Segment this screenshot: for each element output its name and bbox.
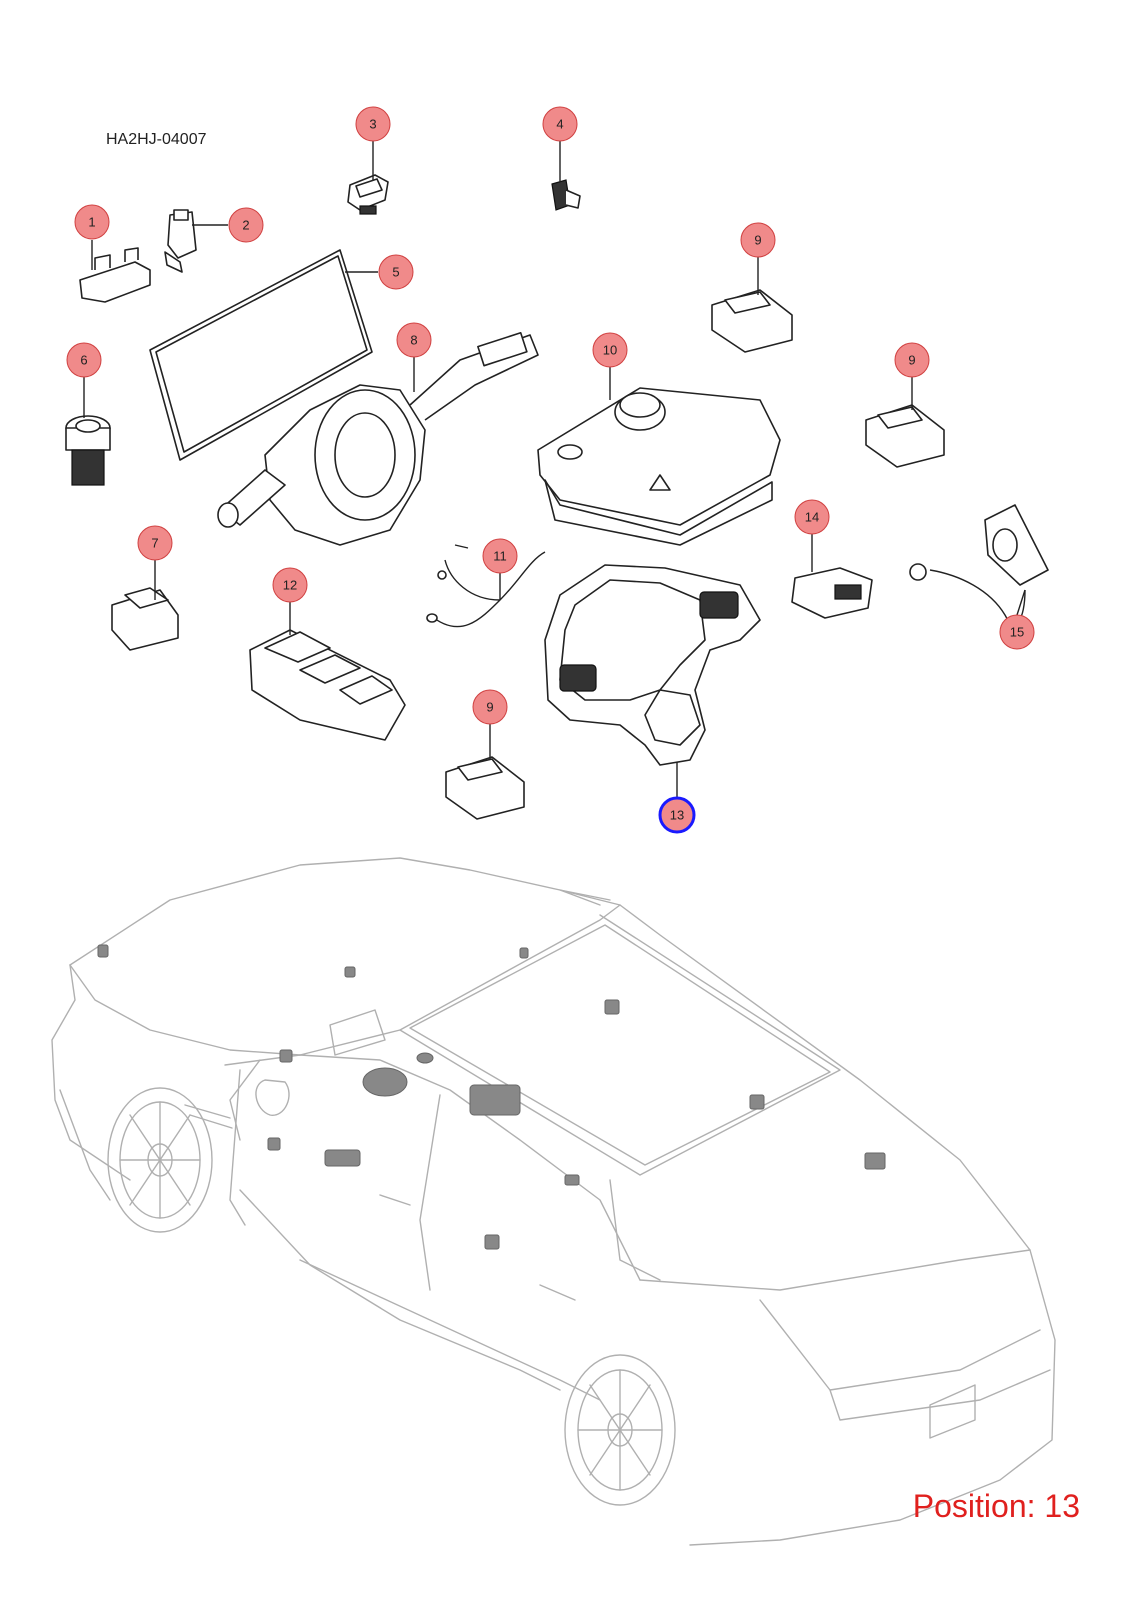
callout-14[interactable]: 14 [794, 499, 830, 535]
car-illustration [51, 857, 1056, 1546]
part-12-switch-panel [249, 629, 406, 741]
rear-wheel [564, 1354, 676, 1506]
callout-10-label: 10 [603, 343, 617, 358]
callout-9-lower-badge [472, 689, 508, 725]
callout-6-badge [66, 342, 102, 378]
callout-2-label: 2 [242, 218, 249, 233]
diagram-code: HA2HJ-04007 [106, 131, 207, 148]
callout-12-badge [272, 567, 308, 603]
part-4-connector [551, 179, 581, 211]
callout-8[interactable]: 8 [396, 322, 432, 358]
callout-9-upper-label: 9 [754, 233, 761, 248]
callout-10[interactable]: 10 [592, 332, 628, 368]
position-readout: Position: 13 [912, 1488, 1080, 1524]
callout-12[interactable]: 12 [272, 567, 308, 603]
callout-6-label: 6 [80, 353, 87, 368]
callout-8-label: 8 [410, 333, 417, 348]
callout-6[interactable]: 6 [66, 342, 102, 378]
callout-13-badge [658, 796, 696, 834]
part-7-module [111, 587, 179, 651]
callout-5[interactable]: 5 [378, 254, 414, 290]
part-13-wheel-bezel [544, 564, 761, 766]
callout-1-badge [74, 204, 110, 240]
part-11-harness [426, 544, 546, 628]
callout-3-label: 3 [369, 117, 376, 132]
part-10-center-console [537, 387, 781, 546]
callout-4-label: 4 [556, 117, 563, 132]
callout-5-label: 5 [392, 265, 399, 280]
front-wheel [107, 1087, 213, 1233]
callout-7-label: 7 [151, 536, 158, 551]
callout-7[interactable]: 7 [137, 525, 173, 561]
part-2-sensor [164, 209, 197, 273]
part-1-bracket [79, 247, 151, 303]
callout-5-badge [378, 254, 414, 290]
callout-11-label: 11 [493, 549, 507, 564]
callout-2-badge [228, 207, 264, 243]
callout-4[interactable]: 4 [542, 106, 578, 142]
part-5-display-panel [149, 249, 373, 461]
callout-9-lower[interactable]: 9 [472, 689, 508, 725]
callout-8-badge [396, 322, 432, 358]
callout-13-label: 13 [670, 808, 684, 823]
callout-9-upper-badge [740, 222, 776, 258]
callout-9-right-badge [894, 342, 930, 378]
callout-2[interactable]: 2 [228, 207, 264, 243]
callout-9-right-label: 9 [908, 353, 915, 368]
callouts: 1 2 3 4 5 6 7 8 [66, 106, 1035, 834]
callout-7-badge [137, 525, 173, 561]
callout-1-label: 1 [88, 215, 95, 230]
callout-9-lower-label: 9 [486, 700, 493, 715]
callout-9-right[interactable]: 9 [894, 342, 930, 378]
callout-12-label: 12 [283, 578, 297, 593]
callout-11[interactable]: 11 [482, 538, 518, 574]
callout-13-selected[interactable]: 13 [658, 796, 696, 834]
callout-15-badge [999, 614, 1035, 650]
part-8-column-switch [217, 331, 539, 546]
callout-3[interactable]: 3 [355, 106, 391, 142]
part-9-switch-c [445, 756, 525, 820]
part-3-switch [347, 174, 389, 215]
part-9-switch-a [711, 289, 793, 353]
part-15-module [909, 504, 1049, 625]
part-6-ignition [65, 415, 111, 486]
callout-4-badge [542, 106, 578, 142]
callout-15[interactable]: 15 [999, 614, 1035, 650]
part-9-switch-b [865, 404, 945, 468]
callout-1[interactable]: 1 [74, 204, 110, 240]
callout-9-upper[interactable]: 9 [740, 222, 776, 258]
callout-11-badge [482, 538, 518, 574]
callout-14-badge [794, 499, 830, 535]
callout-14-label: 14 [805, 510, 819, 525]
callout-3-badge [355, 106, 391, 142]
callout-15-label: 15 [1010, 625, 1024, 640]
callout-10-badge [592, 332, 628, 368]
part-14-switch-block [791, 567, 873, 619]
leader-lines [83, 140, 1026, 797]
